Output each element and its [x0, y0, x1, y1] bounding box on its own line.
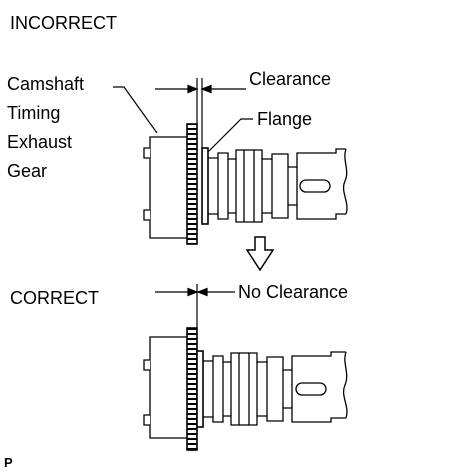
clearance-label: Clearance: [249, 69, 332, 89]
camshaft-body: [208, 148, 346, 223]
camshaft-break: [342, 148, 348, 215]
gear-label-line-4: Gear: [7, 161, 48, 181]
gear-hub: [149, 336, 189, 439]
gear-hub: [149, 136, 189, 239]
flange-label: Flange: [257, 109, 313, 129]
flange: [201, 147, 209, 225]
correct-assembly: [143, 327, 348, 451]
camshaft-ribs: [217, 150, 298, 222]
gear-ring: [186, 327, 198, 451]
camshaft-body: [203, 351, 346, 426]
incorrect-annotations: [113, 78, 253, 153]
incorrect-heading: INCORRECT: [10, 13, 117, 33]
no-clearance-label: No Clearance: [238, 282, 349, 302]
hub-tab-lower: [143, 209, 150, 221]
gear-label-line-3: Exhaust: [7, 132, 73, 152]
gear-ring: [186, 123, 198, 245]
corner-code: P: [4, 455, 13, 470]
incorrect-assembly: [143, 123, 348, 245]
camshaft-slot: [299, 179, 331, 193]
flange: [196, 350, 204, 428]
camshaft-slot: [295, 382, 327, 396]
gear-label-line-1: Camshaft: [7, 74, 85, 94]
down-arrow-icon: [245, 236, 275, 272]
hub-tab-upper: [143, 147, 150, 159]
gear-label-line-2: Timing: [7, 103, 61, 123]
hub-tab-lower: [143, 414, 150, 426]
correct-annotations: [155, 284, 235, 328]
correct-heading: CORRECT: [10, 288, 99, 308]
camshaft-ribs: [212, 353, 293, 425]
hub-tab-upper: [143, 359, 150, 371]
camshaft-break: [342, 351, 348, 419]
